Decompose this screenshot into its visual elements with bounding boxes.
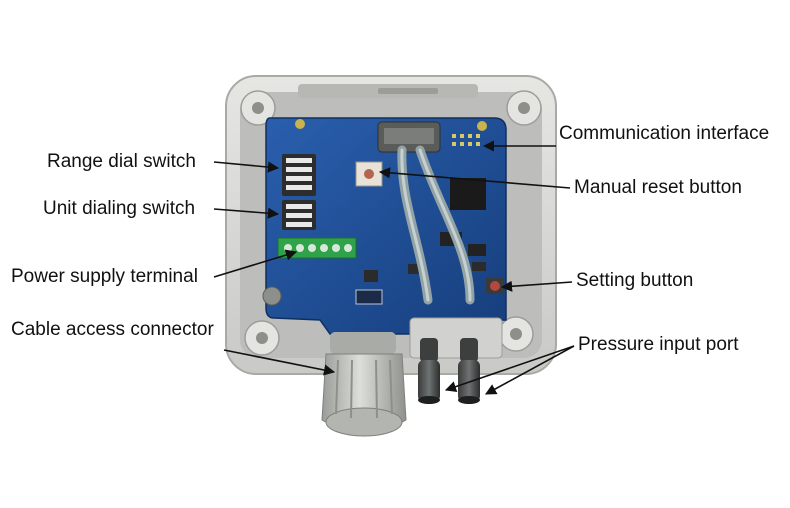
label-manual-reset-button: Manual reset button (574, 177, 742, 198)
label-unit-dialing-switch: Unit dialing switch (43, 198, 196, 219)
pressure-sensor-block (377, 121, 441, 153)
power-supply-terminal (277, 237, 357, 259)
label-power-supply-terminal: Power supply terminal (11, 266, 198, 287)
communication-interface-header (452, 134, 480, 146)
setting-button (486, 278, 504, 294)
cable-access-connector (321, 332, 407, 437)
pressure-input-ports (418, 338, 480, 404)
circuit-board (265, 117, 507, 335)
leader-lines (213, 140, 575, 395)
label-range-dial-switch: Range dial switch (47, 151, 196, 172)
label-setting-button: Setting button (576, 270, 694, 291)
range-dial-switch (282, 154, 316, 196)
label-pressure-input-port: Pressure input port (578, 334, 739, 355)
pressure-tubes (397, 145, 475, 305)
label-cable-access-connector: Cable access connector (11, 319, 214, 340)
manual-reset-button (355, 161, 383, 187)
label-communication-interface: Communication interface (559, 123, 770, 144)
unit-dialing-switch (282, 200, 316, 230)
